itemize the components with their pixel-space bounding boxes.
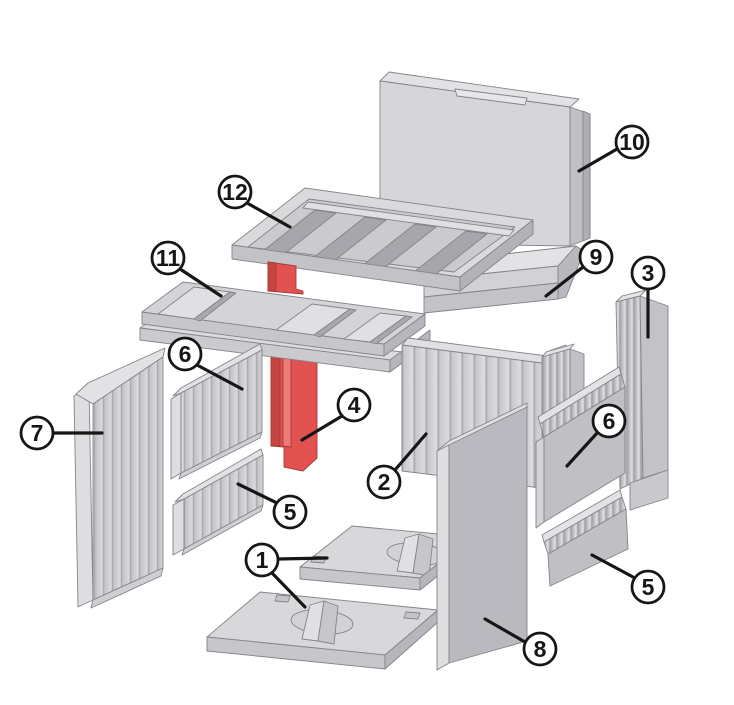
callout-6-right: 6 xyxy=(565,403,627,468)
callout-10-leader xyxy=(577,147,619,173)
callout-3-number: 3 xyxy=(642,260,655,286)
callout-5-right-number: 5 xyxy=(642,574,655,600)
part-6-right-left-edge xyxy=(535,436,545,529)
part-3-side-face xyxy=(639,295,669,479)
part-5-left-top-strip xyxy=(174,448,264,503)
callout-3: 3 xyxy=(630,255,666,339)
part-12-right-face xyxy=(459,219,534,292)
part-8-side-plate xyxy=(436,402,528,671)
callout-2: 2 xyxy=(366,432,428,500)
callout-10-number: 10 xyxy=(619,129,645,155)
callout-10-circle xyxy=(614,124,650,160)
callout-1-leader xyxy=(270,571,307,609)
callout-5-right-leader xyxy=(590,553,635,579)
part-11-rail-side xyxy=(369,315,413,345)
callout-7-circle xyxy=(19,415,55,451)
callout-4-number: 4 xyxy=(348,392,361,418)
callout-4-leader xyxy=(300,414,344,442)
callout-8-number: 8 xyxy=(534,636,547,662)
part-11-rail-side xyxy=(193,291,237,322)
callout-2-leader xyxy=(393,432,428,472)
callout-9-circle xyxy=(578,239,614,275)
part-8-left-edge xyxy=(436,444,450,671)
callout-1: 1 xyxy=(244,542,329,609)
part-4-upper-tab-shade xyxy=(267,261,277,292)
callout-10: 10 xyxy=(577,124,650,173)
part-4-divider-plate-highlighted xyxy=(267,261,318,472)
callout-4-circle xyxy=(336,387,372,423)
callout-7: 7 xyxy=(19,415,104,451)
part-10-top-notch xyxy=(454,88,528,106)
callout-11: 11 xyxy=(150,240,223,298)
callout-2-circle xyxy=(366,464,402,500)
part-7-bottom-sliver xyxy=(90,567,164,609)
callout-12-number: 12 xyxy=(222,179,248,205)
callout-2-number: 2 xyxy=(378,469,391,495)
callout-5-right-circle xyxy=(630,569,666,605)
callout-5-left-circle xyxy=(272,494,308,530)
callout-5-left-leader xyxy=(236,482,279,505)
callout-6-right-number: 6 xyxy=(603,408,616,434)
callout-6-right-leader xyxy=(565,430,600,468)
callout-11-number: 11 xyxy=(156,245,181,271)
part-12-baffle-plate xyxy=(231,187,534,292)
part-12-spine-bar xyxy=(302,201,515,237)
base-plate-clip xyxy=(403,611,421,620)
callout-6-left-circle xyxy=(167,336,203,372)
callout-6-left: 6 xyxy=(167,336,244,391)
callout-9-number: 9 xyxy=(590,244,603,270)
callout-12: 12 xyxy=(217,174,292,229)
callout-9-leader xyxy=(544,265,585,298)
part-11-rail-side xyxy=(313,308,357,338)
part-5-left-bottom-sliver xyxy=(181,504,264,556)
callout-5-right: 5 xyxy=(590,553,666,605)
part-11-top-plate xyxy=(139,281,431,373)
callout-6-left-leader xyxy=(195,363,244,391)
callout-12-circle xyxy=(217,174,253,210)
callout-8-circle xyxy=(522,631,558,667)
callout-11-circle xyxy=(150,240,186,276)
part-6-left-upper-rib-block xyxy=(170,343,263,480)
base-plate-clip xyxy=(274,594,291,603)
part-6-left-edge xyxy=(170,392,182,480)
part-7-left-rib-panel xyxy=(73,347,166,609)
part-5-right-main-face xyxy=(547,508,629,587)
callout-1-circle xyxy=(244,542,280,578)
part-7-top-strip xyxy=(75,347,166,405)
part-8-main-face xyxy=(448,406,528,664)
callout-12-leader xyxy=(245,201,292,229)
callout-6-right-circle xyxy=(591,403,627,439)
callout-11-leader xyxy=(178,267,223,298)
callout-3-circle xyxy=(630,255,666,291)
part-1-base-plate-lower xyxy=(206,591,439,670)
part-5-left-edge xyxy=(172,498,185,556)
callout-7-number: 7 xyxy=(31,420,44,446)
part-10-side-edge xyxy=(582,110,591,242)
callout-1-number: 1 xyxy=(256,547,269,573)
callout-8: 8 xyxy=(483,617,558,667)
part-5-left-lower-rib-block xyxy=(172,448,264,556)
part-7-left-edge xyxy=(73,387,94,608)
part-3-foot xyxy=(629,469,669,511)
callout-8-leader xyxy=(483,617,527,644)
callout-1-leader xyxy=(276,556,329,561)
callout-5-left: 5 xyxy=(236,482,308,530)
part-6-left-top-strip xyxy=(172,343,263,397)
callout-4: 4 xyxy=(300,387,372,442)
base-plate-hump-side xyxy=(317,600,339,645)
part-5-right-lower-block xyxy=(541,489,629,587)
callout-9: 9 xyxy=(544,239,614,298)
callout-5-left-number: 5 xyxy=(284,499,297,525)
part-6-left-bottom-sliver xyxy=(178,431,263,480)
callout-6-left-number: 6 xyxy=(179,341,192,367)
